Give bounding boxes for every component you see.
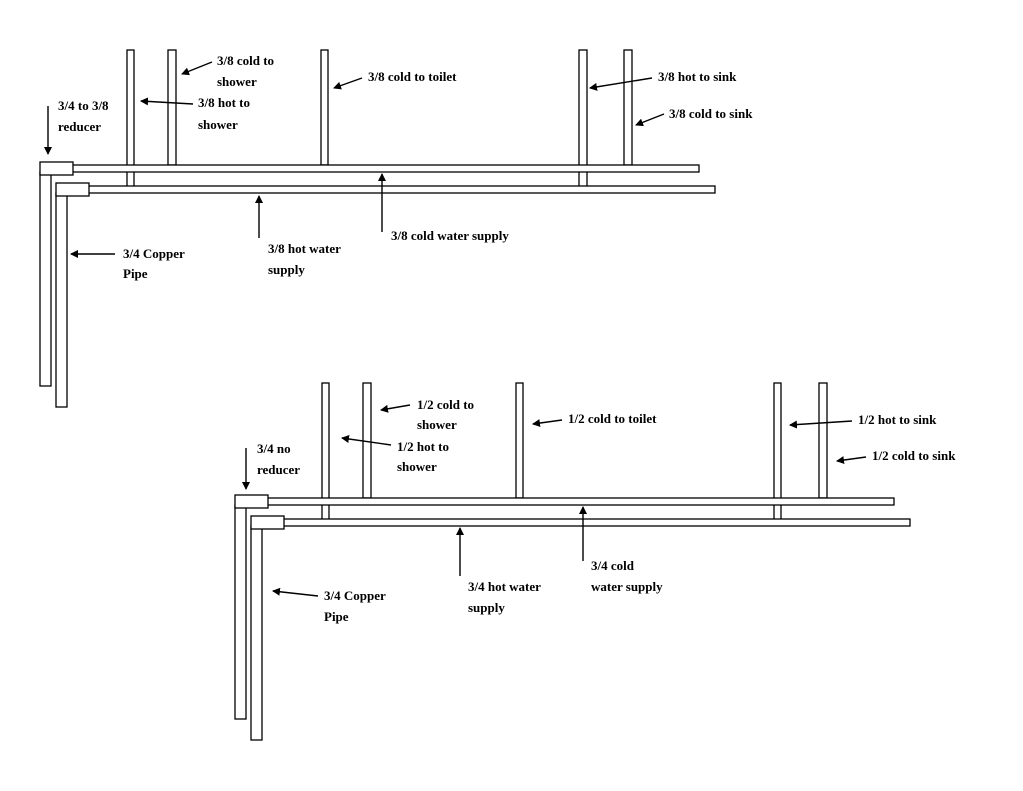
label-hot-to-shower: 3/8 hot to shower <box>198 95 253 132</box>
reducer-fitting-hot <box>55 182 90 197</box>
label-cold-supply: 3/8 cold water supply <box>391 228 509 243</box>
copper-pipe-cold <box>39 171 52 387</box>
arrow-cold-to-sink <box>836 456 867 465</box>
elbow-fitting-hot <box>250 515 285 530</box>
label-cold-to-shower: 1/2 cold to shower <box>417 397 477 432</box>
cold-supply-line <box>71 164 700 173</box>
riser-cold-sink <box>818 382 828 499</box>
diagram-no-reducer-layout: 1/2 cold to shower 1/2 hot to shower 1/2… <box>234 382 956 741</box>
riser-cold-shower <box>167 49 177 166</box>
diagram-reducer-layout: 3/8 cold to shower 3/8 hot to shower 3/8… <box>39 49 753 408</box>
riser-cold-sink <box>623 49 633 166</box>
label-hot-to-sink: 3/8 hot to sink <box>658 69 737 84</box>
label-cold-to-toilet: 3/8 cold to toilet <box>368 69 457 84</box>
label-hot-to-shower: 1/2 hot to shower <box>397 439 452 474</box>
label-reducer: 3/4 to 3/8 reducer <box>58 98 112 134</box>
arrow-cold-to-shower <box>181 61 213 76</box>
riser-cold-toilet <box>320 49 329 166</box>
label-cold-to-sink: 1/2 cold to sink <box>872 448 956 463</box>
arrow-cold-to-toilet <box>333 77 363 90</box>
arrow-copper-pipe <box>272 587 319 597</box>
label-copper-pipe: 3/4 Copper Pipe <box>123 246 188 281</box>
arrow-hot-to-sink <box>789 420 853 429</box>
copper-pipe-hot <box>250 525 263 741</box>
elbow-fitting-cold <box>234 494 269 509</box>
label-hot-supply: 3/4 hot water supply <box>468 579 544 615</box>
hot-supply-line <box>282 518 911 527</box>
arrow-hot-to-sink <box>589 77 653 91</box>
label-reducer: 3/4 no reducer <box>257 441 300 477</box>
copper-pipe-cold <box>234 504 247 720</box>
label-cold-supply: 3/4 cold water supply <box>591 558 663 594</box>
label-hot-supply: 3/8 hot water supply <box>268 241 344 277</box>
label-copper-pipe: 3/4 Copper Pipe <box>324 588 389 624</box>
copper-pipe-hot <box>55 192 68 408</box>
arrow-hot-to-shower <box>341 435 392 446</box>
cold-supply-line <box>266 497 895 506</box>
arrow-cold-to-shower <box>380 404 411 413</box>
label-cold-to-sink: 3/8 cold to sink <box>669 106 753 121</box>
label-cold-to-shower: 3/8 cold to shower <box>217 53 277 89</box>
arrow-hot-to-shower <box>140 97 194 106</box>
label-cold-to-toilet: 1/2 cold to toilet <box>568 411 657 426</box>
label-hot-to-sink: 1/2 hot to sink <box>858 412 937 427</box>
reducer-fitting-cold <box>39 161 74 176</box>
hot-supply-line <box>87 185 716 194</box>
arrow-cold-to-toilet <box>532 419 563 428</box>
riser-cold-toilet <box>515 382 524 499</box>
arrow-cold-to-sink <box>635 113 665 127</box>
